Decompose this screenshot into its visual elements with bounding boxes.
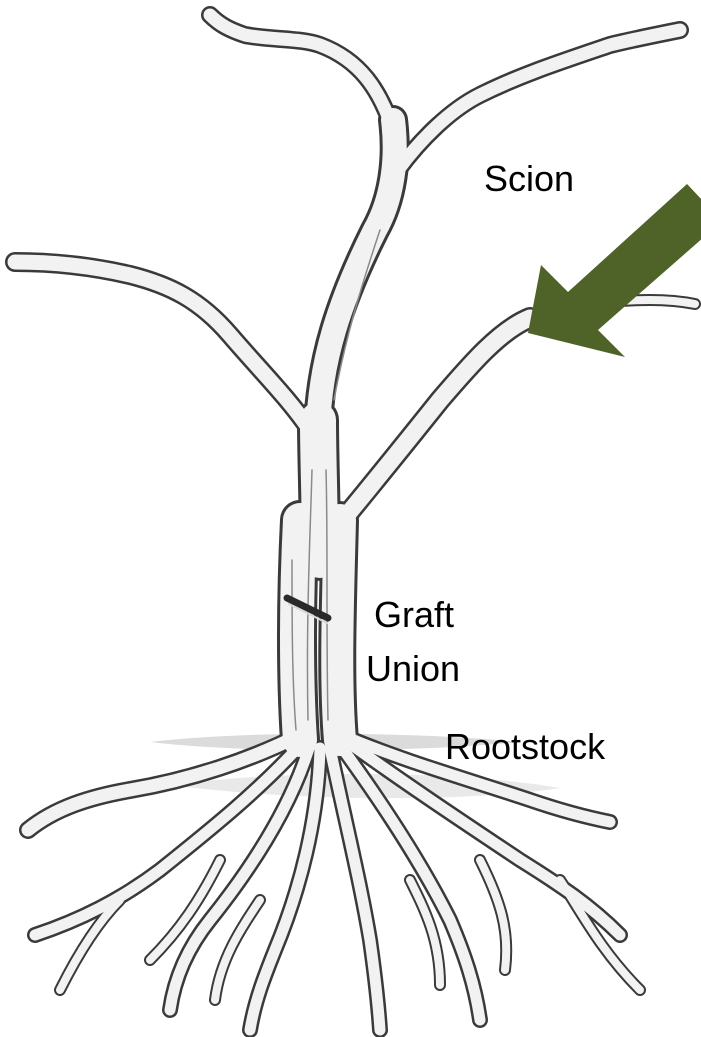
tree-illustration-icon	[15, 15, 695, 1030]
rootstock-label: Rootstock	[445, 726, 605, 767]
graft-union-label-line1: Graft	[374, 594, 454, 635]
scion-label: Scion	[484, 158, 574, 199]
arrow-pointing-to-scion-icon	[528, 184, 701, 357]
tree-bark	[15, 15, 695, 1030]
graft-union-label-line2: Union	[366, 648, 460, 689]
